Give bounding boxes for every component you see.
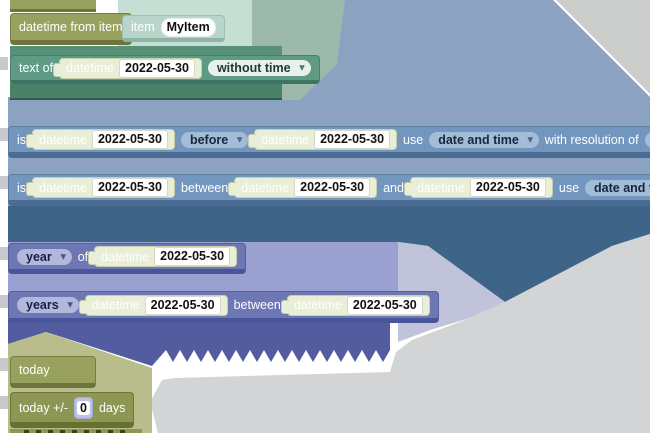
datetime-label: datetime — [241, 180, 290, 195]
datetime-label: datetime — [261, 132, 310, 147]
datetime-label: datetime — [39, 180, 87, 195]
shadow-top-right — [556, 0, 650, 94]
between-label: between — [180, 180, 229, 195]
date-field[interactable]: 2022-05-30 — [91, 130, 168, 149]
block-today[interactable]: today — [10, 356, 96, 388]
block-is-between[interactable]: is datetime 2022-05-30 between datetime … — [8, 174, 650, 206]
resolution-dropdown[interactable]: years — [644, 131, 650, 148]
connector-nub — [0, 57, 8, 70]
datetime-subblock[interactable]: datetime 2022-05-30 — [26, 177, 175, 198]
clipped-text-marks — [24, 430, 128, 433]
datetime-subblock[interactable]: datetime 2022-05-30 — [403, 177, 553, 198]
block-item[interactable]: item MyItem — [122, 15, 225, 42]
use-mode-dropdown[interactable]: date and time — [429, 131, 539, 148]
datetime-label: datetime — [66, 61, 114, 75]
datetime-label: datetime — [293, 298, 342, 312]
block-label: is — [17, 180, 27, 195]
connector-nub — [0, 176, 8, 189]
clipped-block-bottom — [10, 429, 142, 433]
giant-indigo-jagged-region — [8, 320, 390, 366]
date-field[interactable]: 2022-05-30 — [294, 178, 371, 197]
item-label: item — [131, 20, 155, 34]
date-field[interactable]: 2022-05-30 — [154, 247, 231, 266]
shadow-bottom-right — [150, 234, 650, 433]
clipped-block-top — [10, 0, 96, 12]
block-year-of[interactable]: year of datetime 2022-05-30 — [8, 243, 247, 274]
datetime-label: datetime — [39, 132, 87, 147]
connector-nub — [0, 358, 8, 371]
resolution-label: with resolution of — [544, 132, 639, 147]
of-label: of — [77, 249, 89, 264]
datetime-subblock[interactable]: datetime 2022-05-30 — [88, 246, 238, 267]
date-field[interactable]: 2022-05-30 — [469, 178, 546, 197]
connector-nub — [0, 396, 8, 409]
datetime-label: datetime — [416, 180, 465, 195]
unit-dropdown[interactable]: years — [17, 297, 79, 313]
date-field[interactable]: 2022-05-30 — [91, 178, 168, 197]
block-text-of[interactable]: text of datetime 2022-05-30 without time — [10, 55, 320, 84]
date-field[interactable]: 2022-05-30 — [314, 130, 391, 149]
block-label: text of — [19, 61, 54, 75]
between-label: between — [233, 298, 281, 312]
block-label: today — [19, 363, 50, 377]
days-label: days — [98, 400, 126, 415]
date-field[interactable]: 2022-05-30 — [144, 295, 221, 315]
date-field[interactable]: 2022-05-30 — [119, 58, 195, 78]
connector-nub — [0, 295, 8, 308]
datetime-subblock[interactable]: datetime 2022-05-30 — [78, 294, 228, 316]
and-label: and — [383, 180, 404, 195]
block-label: is — [17, 132, 27, 147]
unit-dropdown[interactable]: year — [17, 248, 72, 265]
date-field[interactable]: 2022-05-30 — [346, 295, 423, 315]
use-mode-dropdown[interactable]: date and time — [585, 179, 650, 196]
block-label: datetime from item — [19, 20, 123, 34]
block-label: today +/- — [19, 400, 68, 415]
connector-nub — [0, 128, 8, 141]
datetime-label: datetime — [101, 249, 150, 264]
datetime-subblock[interactable]: datetime 2022-05-30 — [26, 129, 175, 150]
without-time-dropdown[interactable]: without time — [207, 60, 311, 76]
connector-nub — [0, 247, 8, 260]
datetime-label: datetime — [91, 298, 140, 312]
block-datetime-from-item[interactable]: datetime from item — [10, 13, 132, 45]
datetime-subblock[interactable]: datetime 2022-05-30 — [53, 57, 202, 79]
giant-dark-steel-region — [8, 206, 650, 302]
datetime-subblock[interactable]: datetime 2022-05-30 — [280, 294, 430, 316]
block-today-offset[interactable]: today +/- 0 days — [10, 392, 135, 428]
use-label: use — [403, 132, 424, 147]
item-name-field[interactable]: MyItem — [160, 17, 216, 37]
compare-op-dropdown[interactable]: before — [180, 131, 249, 148]
use-label: use — [558, 180, 580, 195]
block-is-before[interactable]: is datetime 2022-05-30 before datetime 2… — [8, 126, 650, 158]
days-number-field[interactable]: 0 — [77, 400, 90, 415]
number-subblock[interactable]: 0 — [74, 396, 93, 419]
datetime-subblock[interactable]: datetime 2022-05-30 — [248, 129, 398, 150]
block-years-between[interactable]: years datetime 2022-05-30 between dateti… — [8, 291, 439, 323]
datetime-subblock[interactable]: datetime 2022-05-30 — [228, 177, 378, 198]
